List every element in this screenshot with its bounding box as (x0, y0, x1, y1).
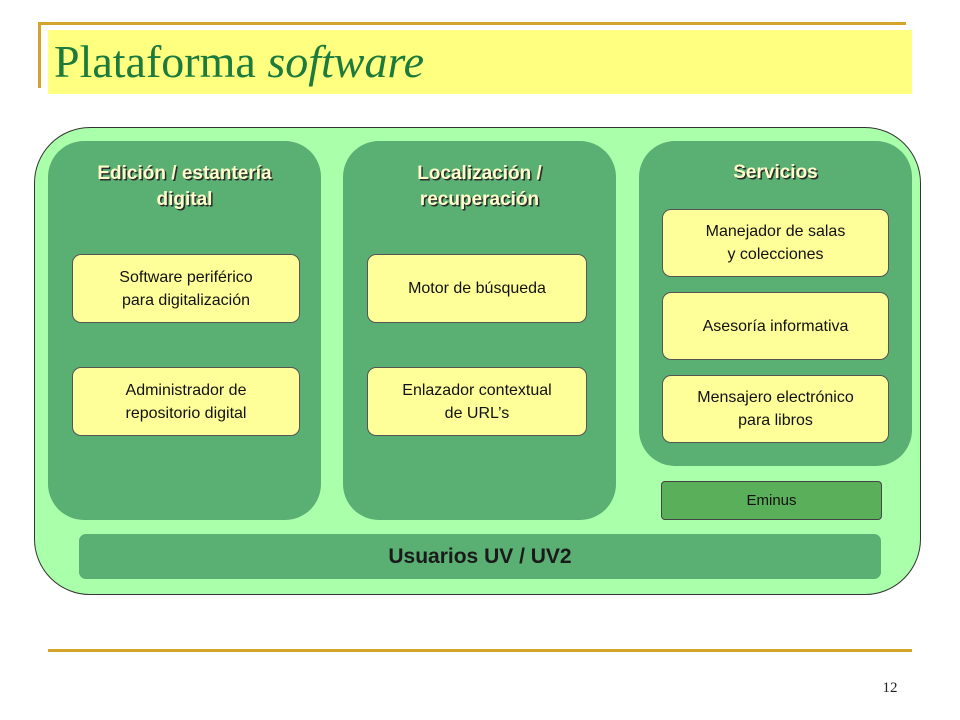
slide-title: Plataforma software (54, 36, 424, 89)
title-rule-top (40, 22, 906, 25)
panel-edicion (48, 141, 321, 520)
panel-localizacion-title: Localización / recuperación (417, 163, 542, 210)
slide-title-main: Plataforma (54, 36, 268, 87)
slide-title-italic: software (267, 36, 425, 87)
panel-servicios-title: Servicios (733, 162, 818, 183)
footer-rule (48, 649, 912, 652)
box-asesoria-informativa: Asesoría informativa (662, 292, 889, 360)
panel-localizacion (343, 141, 616, 520)
page-number: 12 (882, 680, 898, 696)
title-band (48, 30, 912, 94)
box-mensajero-electronico: Mensajero electrónico para libros (662, 375, 889, 443)
title-rule-left (38, 22, 41, 88)
users-bar: Usuarios UV / UV2 (79, 534, 881, 579)
eminus-box: Eminus (661, 481, 882, 520)
box-software-periferico: Software periférico para digitalización (72, 254, 300, 323)
box-motor-busqueda: Motor de búsqueda (367, 254, 587, 323)
box-administrador-repositorio: Administrador de repositorio digital (72, 367, 300, 436)
box-enlazador-contextual: Enlazador contextual de URL’s (367, 367, 587, 436)
box-manejador-salas: Manejador de salas y colecciones (662, 209, 889, 277)
panel-edicion-title: Edición / estantería digital (97, 163, 272, 210)
